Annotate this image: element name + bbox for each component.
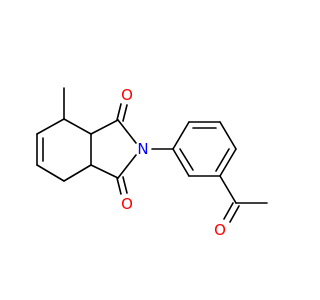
- bond-c1-n: [117, 119, 137, 144]
- bond-c3-o-bottom-b: [122, 176, 128, 194]
- bond-ar4-ar5: [219, 148, 237, 177]
- atom-label-oxygen-top: O: [121, 86, 133, 104]
- bond-c3a-c1: [90, 119, 119, 135]
- bond-c6-c7: [36, 164, 65, 182]
- bond-c3-o-bottom-a: [116, 177, 122, 195]
- molecule-diagram: O O O N: [0, 0, 300, 300]
- bond-acetyl-o-b: [229, 205, 240, 223]
- bond-acetyl-o-a: [223, 202, 234, 220]
- bond-ar5-acetyl: [219, 175, 237, 204]
- background: [0, 0, 300, 300]
- bond-c1-o-top-b: [122, 104, 128, 122]
- bond-ar3-ar4: [219, 121, 237, 150]
- bond-c4-c3a: [63, 118, 92, 135]
- bond-c1-o-top-a: [116, 103, 122, 121]
- atom-label-nitrogen: N: [137, 140, 148, 158]
- bond-c7-c7a: [63, 164, 92, 182]
- bond-ar6-ar1: [172, 148, 190, 177]
- bond-c7a-c3: [90, 164, 119, 179]
- bond-ar1-ar2: [172, 121, 190, 150]
- atom-label-oxygen-bottom: O: [121, 195, 133, 213]
- bond-c3-n: [117, 154, 137, 179]
- atom-label-oxygen-acetyl: O: [214, 221, 226, 239]
- bond-ar4-ar5-inner: [215, 148, 230, 172]
- bond-ar6-ar1-inner: [179, 148, 194, 171]
- bond-c4-c5: [36, 118, 65, 135]
